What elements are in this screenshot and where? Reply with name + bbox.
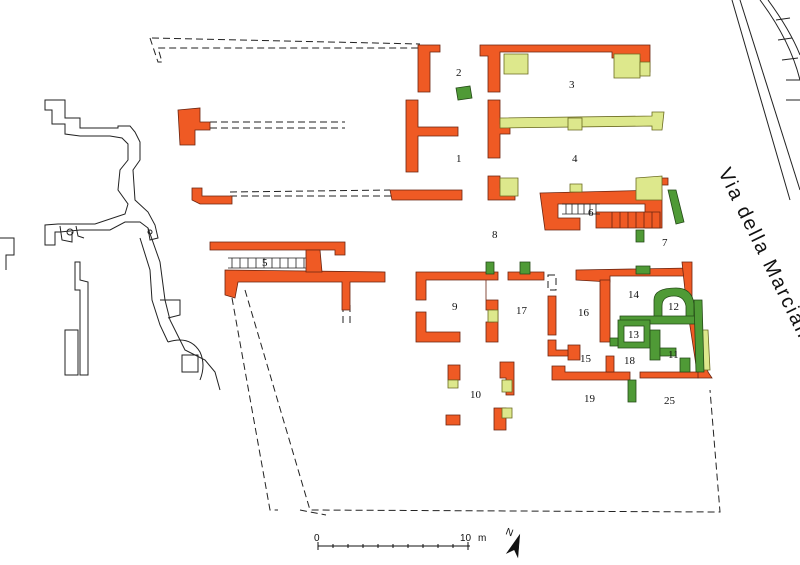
scale-end-label: 10	[460, 533, 472, 544]
room-label-16: 16	[578, 307, 590, 319]
room-label-1: 1	[456, 153, 462, 165]
room-label-12: 12	[668, 301, 679, 313]
room-label-14: 14	[628, 289, 640, 301]
room-label-2: 2	[456, 67, 462, 79]
walls-later-phase	[447, 53, 711, 419]
room-label-8: 8	[492, 229, 498, 241]
room-label-4: 4	[572, 153, 578, 165]
walls-green-phase	[455, 85, 705, 403]
north-arrow: N	[504, 526, 521, 559]
street-curbs	[731, 0, 800, 201]
room-label-13: 13	[628, 329, 640, 341]
room-label-25: 25	[664, 395, 676, 407]
room-label-18: 18	[624, 355, 636, 367]
room-label-6: 6	[588, 207, 594, 219]
room-label-5: 5	[262, 257, 268, 269]
scale-unit-label: m	[478, 533, 486, 544]
room-label-9: 9	[452, 301, 458, 313]
north-label: N	[504, 526, 515, 539]
walls-main-phase	[177, 44, 713, 431]
scale-start-label: 0	[314, 533, 320, 544]
room-label-17: 17	[516, 305, 528, 317]
room-label-11: 11	[668, 349, 679, 361]
room-label-10: 10	[470, 389, 482, 401]
street-name: Via della Marciana	[714, 165, 800, 355]
room-label-19: 19	[584, 393, 596, 405]
room-label-7: 7	[662, 237, 668, 249]
staircases	[228, 203, 653, 273]
room-label-3: 3	[569, 79, 575, 91]
outlined-structures-left	[0, 99, 221, 391]
scale-bar: 0 10 m	[314, 533, 486, 550]
room-labels: 1 2 3 4 5 6 7 8 9 10 11 12 13 14 15 16 1…	[262, 67, 679, 407]
room-label-15: 15	[580, 353, 592, 365]
